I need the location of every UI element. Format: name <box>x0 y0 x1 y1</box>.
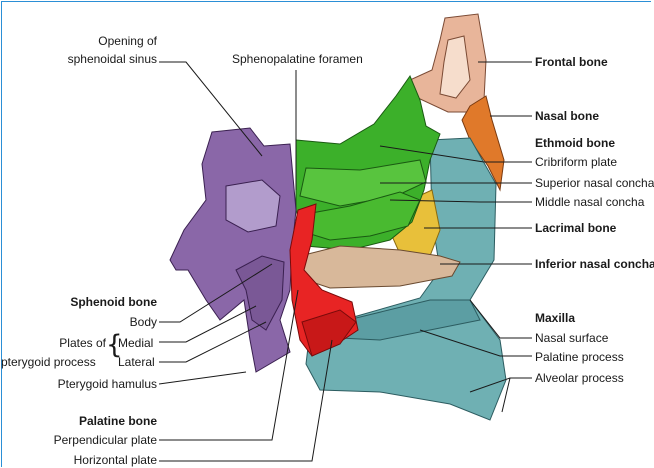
maxilla-label: Maxilla <box>535 311 575 325</box>
horizontal-plate-label: Horizontal plate <box>20 453 157 467</box>
sphenoid-bone-shape <box>170 128 296 372</box>
opening-of-label: Opening of <box>60 34 157 48</box>
lateral-label: Lateral <box>118 355 155 369</box>
palatine-process-label: Palatine process <box>535 350 624 364</box>
body-label: Body <box>80 315 157 329</box>
sphenoid-bone-label: Sphenoid bone <box>40 295 157 309</box>
middle-nasal-concha-label: Middle nasal concha <box>535 195 644 209</box>
palatine-bone-label: Palatine bone <box>40 414 157 428</box>
ethmoid-bone-label: Ethmoid bone <box>535 136 615 150</box>
alveolar-process-label: Alveolar process <box>535 371 624 385</box>
medial-label: Medial <box>118 336 153 350</box>
pterygoid-process-label: pterygoid process <box>1 355 96 369</box>
sphenopalatine-foramen-label: Sphenopalatine foramen <box>232 52 363 66</box>
plates-of-label: Plates of <box>20 336 106 350</box>
cribriform-plate-label: Cribriform plate <box>535 155 617 169</box>
frontal-bone-label: Frontal bone <box>535 55 608 69</box>
sphenoidal-sinus-label: sphenoidal sinus <box>40 52 157 66</box>
pterygoid-hamulus-label: Pterygoid hamulus <box>30 377 157 391</box>
perpendicular-plate-label: Perpendicular plate <box>20 433 157 447</box>
superior-nasal-concha-label: Superior nasal concha <box>535 176 654 190</box>
nasal-bone-label: Nasal bone <box>535 109 599 123</box>
nasal-surface-label: Nasal surface <box>535 331 608 345</box>
lacrimal-bone-label: Lacrimal bone <box>535 221 616 235</box>
inferior-nasal-concha-label: Inferior nasal concha <box>535 257 654 271</box>
